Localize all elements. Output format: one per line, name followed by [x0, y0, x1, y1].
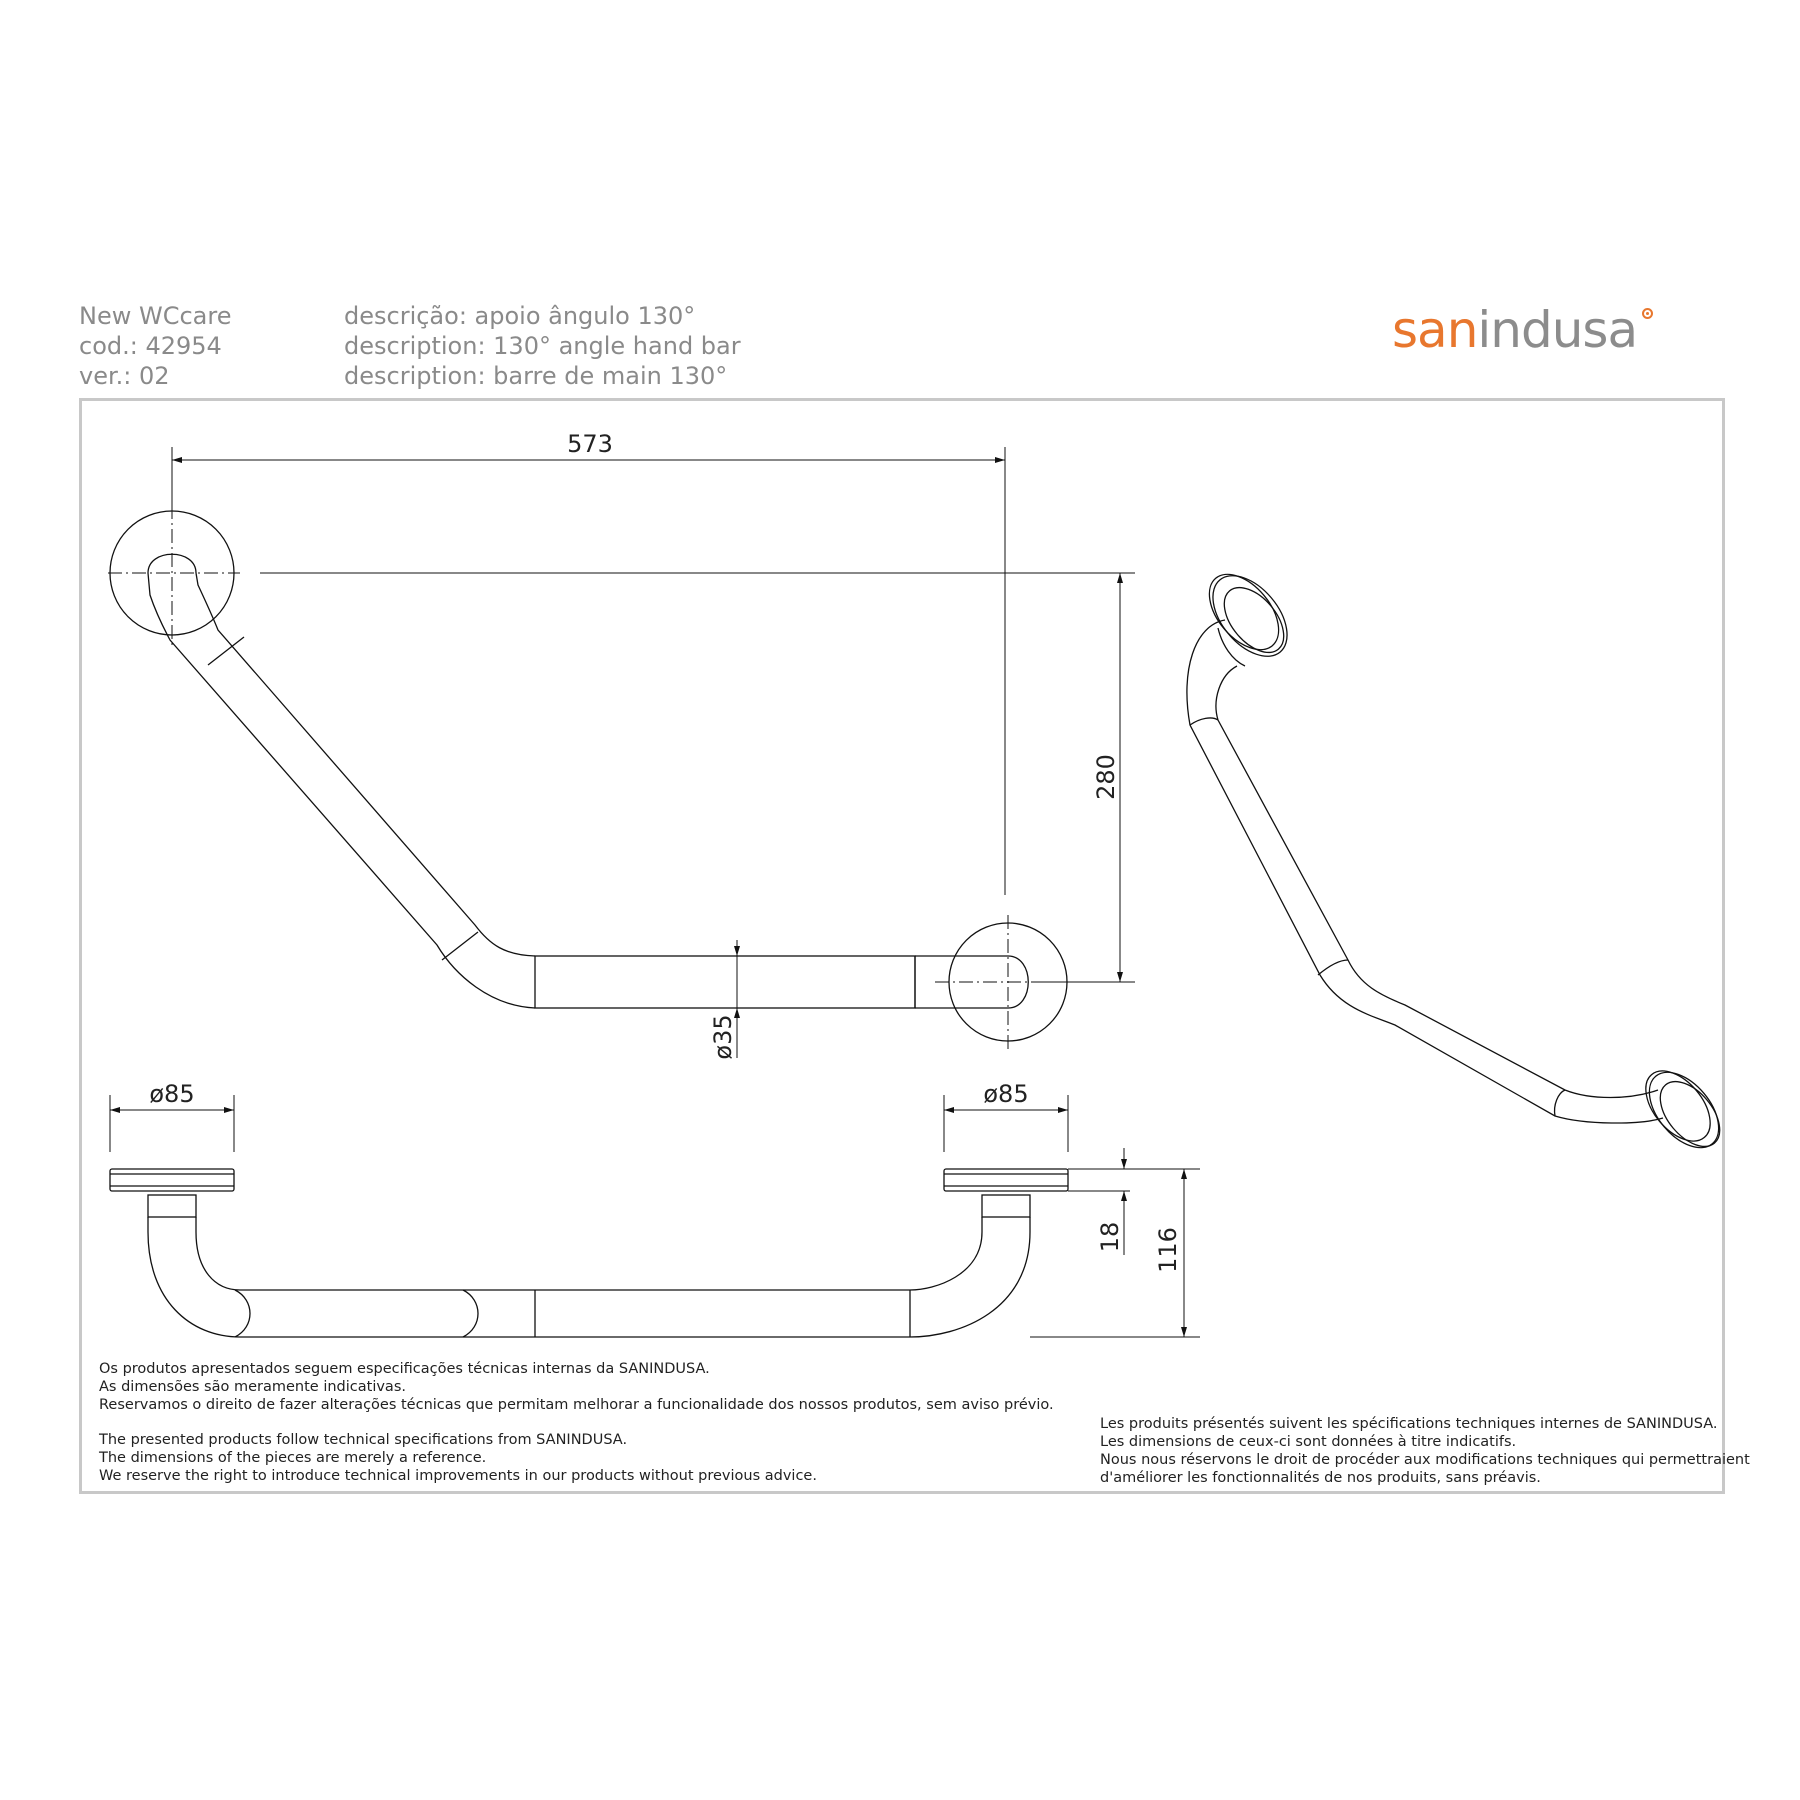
- note-line: Reservamos o direito de fazer alterações…: [99, 1397, 1054, 1413]
- note-line: The presented products follow technical …: [99, 1432, 628, 1448]
- dimension-height: [260, 572, 1135, 983]
- perspective-top-flange: [1212, 575, 1288, 657]
- product-description: descrição: apoio ângulo 130° description…: [344, 301, 741, 391]
- dimension-depth: [1030, 1148, 1200, 1338]
- top-right-flange: [943, 1168, 1069, 1192]
- perspective-bottom-flange: [1648, 1071, 1720, 1149]
- notes-french: Les produits présentés suivent les spéci…: [1100, 1415, 1750, 1487]
- dimension-flange-thickness-label: 18: [1096, 1222, 1124, 1253]
- dimension-flange-right: [943, 1095, 1069, 1152]
- note-line: The dimensions of the pieces are merely …: [99, 1450, 487, 1466]
- note-line: We reserve the right to introduce techni…: [99, 1468, 817, 1484]
- product-code: cod.: 42954: [79, 332, 222, 360]
- note-line: Les produits présentés suivent les spéci…: [1100, 1416, 1718, 1432]
- note-line: As dimensões são meramente indicativas.: [99, 1379, 406, 1395]
- dimension-diameter-label: ø35: [709, 1014, 737, 1059]
- description-fr: description: barre de main 130°: [344, 362, 728, 390]
- drawing-frame: [79, 398, 1725, 1494]
- note-line: Os produtos apresentados seguem especifi…: [99, 1361, 710, 1377]
- notes-english: The presented products follow technical …: [99, 1431, 817, 1485]
- note-line: d'améliorer les fonctionnalités de nos p…: [1100, 1470, 1541, 1486]
- dimension-flange-right-label: ø85: [983, 1080, 1028, 1108]
- product-version: ver.: 02: [79, 362, 170, 390]
- logo-mark-icon: [1642, 308, 1654, 319]
- angled-tube: [147, 572, 536, 1009]
- dimension-projection-label: 116: [1154, 1227, 1182, 1273]
- dimension-width: [171, 447, 1006, 895]
- dimension-flange-left: [109, 1095, 235, 1152]
- product-line: New WCcare: [79, 302, 232, 330]
- note-line: Nous nous réservons le droit de procéder…: [1100, 1452, 1750, 1468]
- notes-portuguese: Os produtos apresentados seguem especifi…: [99, 1360, 1054, 1414]
- top-left-flange: [109, 1168, 235, 1192]
- logo-part-san: san: [1392, 301, 1478, 359]
- logo-part-indusa: indusa: [1477, 301, 1638, 359]
- centre-lines: [108, 505, 1080, 1050]
- top-view: [109, 1168, 1069, 1338]
- front-view: [109, 510, 1068, 1042]
- dimension-flange-left-label: ø85: [149, 1080, 194, 1108]
- dimension-width-label: 573: [567, 430, 613, 458]
- dimension-height-label: 280: [1092, 754, 1120, 800]
- horizontal-tube: [534, 955, 916, 1009]
- description-pt: descrição: apoio ângulo 130°: [344, 302, 696, 330]
- perspective-view: [1186, 573, 1721, 1149]
- sanindusa-logo: sanindusa: [1392, 300, 1654, 360]
- product-info: New WCcare cod.: 42954 ver.: 02: [79, 301, 231, 391]
- note-line: Les dimensions de ceux-ci sont données à…: [1100, 1434, 1517, 1450]
- description-en: description: 130° angle hand bar: [344, 332, 741, 360]
